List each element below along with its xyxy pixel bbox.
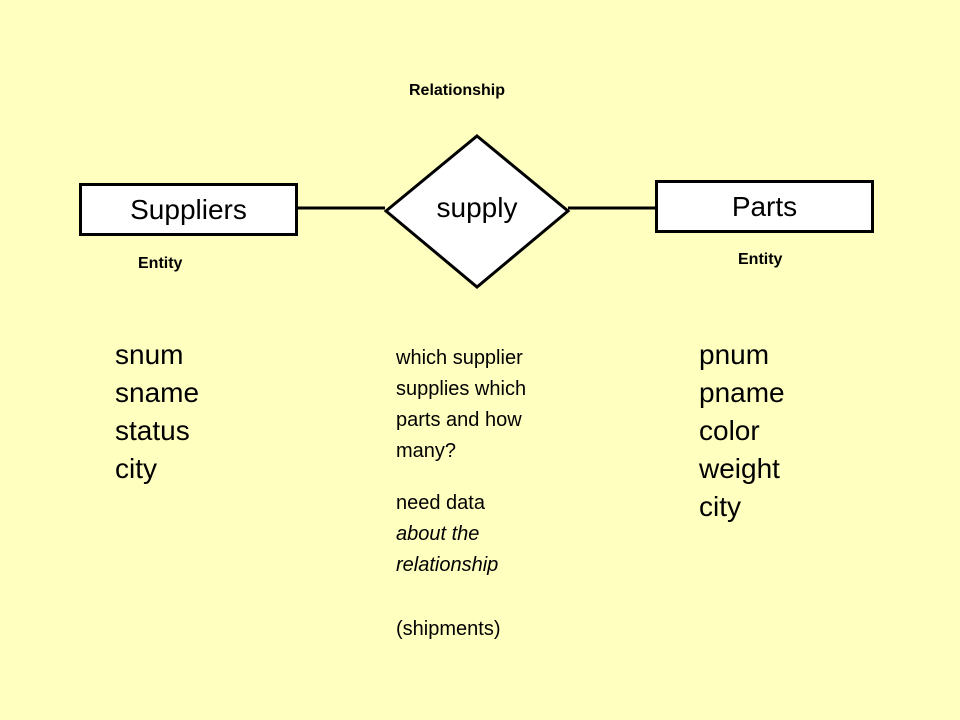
attribute: weight [699,453,780,484]
description-line: supplies which [396,378,527,400]
attribute: city [115,453,157,484]
description-line: (shipments) [396,618,501,640]
supplier-attributes: snum sname status city [115,336,199,488]
attribute: status [115,415,190,446]
attribute: sname [115,377,200,408]
attribute: pname [699,377,785,408]
relationship-label: Relationship [409,82,506,99]
entity-parts-name: Parts [731,190,798,222]
description-line: parts and how [396,409,522,431]
description-line: need data [396,492,485,514]
description-line: relationship [396,554,499,576]
entity-suppliers-name: Suppliers [130,193,247,225]
spacer [396,581,526,612]
attribute: color [699,415,760,446]
relationship-name: supply [436,192,518,223]
entity-parts-box: Parts [655,180,874,233]
part-attributes: pnum pname color weight city [699,336,785,526]
entity-label-left: Entity [138,255,183,272]
entity-label-right: Entity [738,251,783,268]
attribute: snum [115,339,184,370]
description-line: about the [396,523,480,545]
attribute: city [699,491,741,522]
relationship-description: which supplier supplies which parts and … [396,343,526,645]
entity-suppliers-box: Suppliers [79,183,298,236]
description-line: which supplier [396,347,523,369]
relationship-diamond [383,134,571,289]
attribute: pnum [699,339,770,370]
description-line: many? [396,440,457,462]
